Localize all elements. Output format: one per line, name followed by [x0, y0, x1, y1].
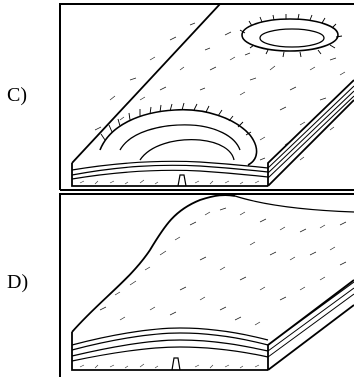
panel-c-diagram [60, 4, 354, 190]
panel-d-diagram [60, 194, 354, 377]
